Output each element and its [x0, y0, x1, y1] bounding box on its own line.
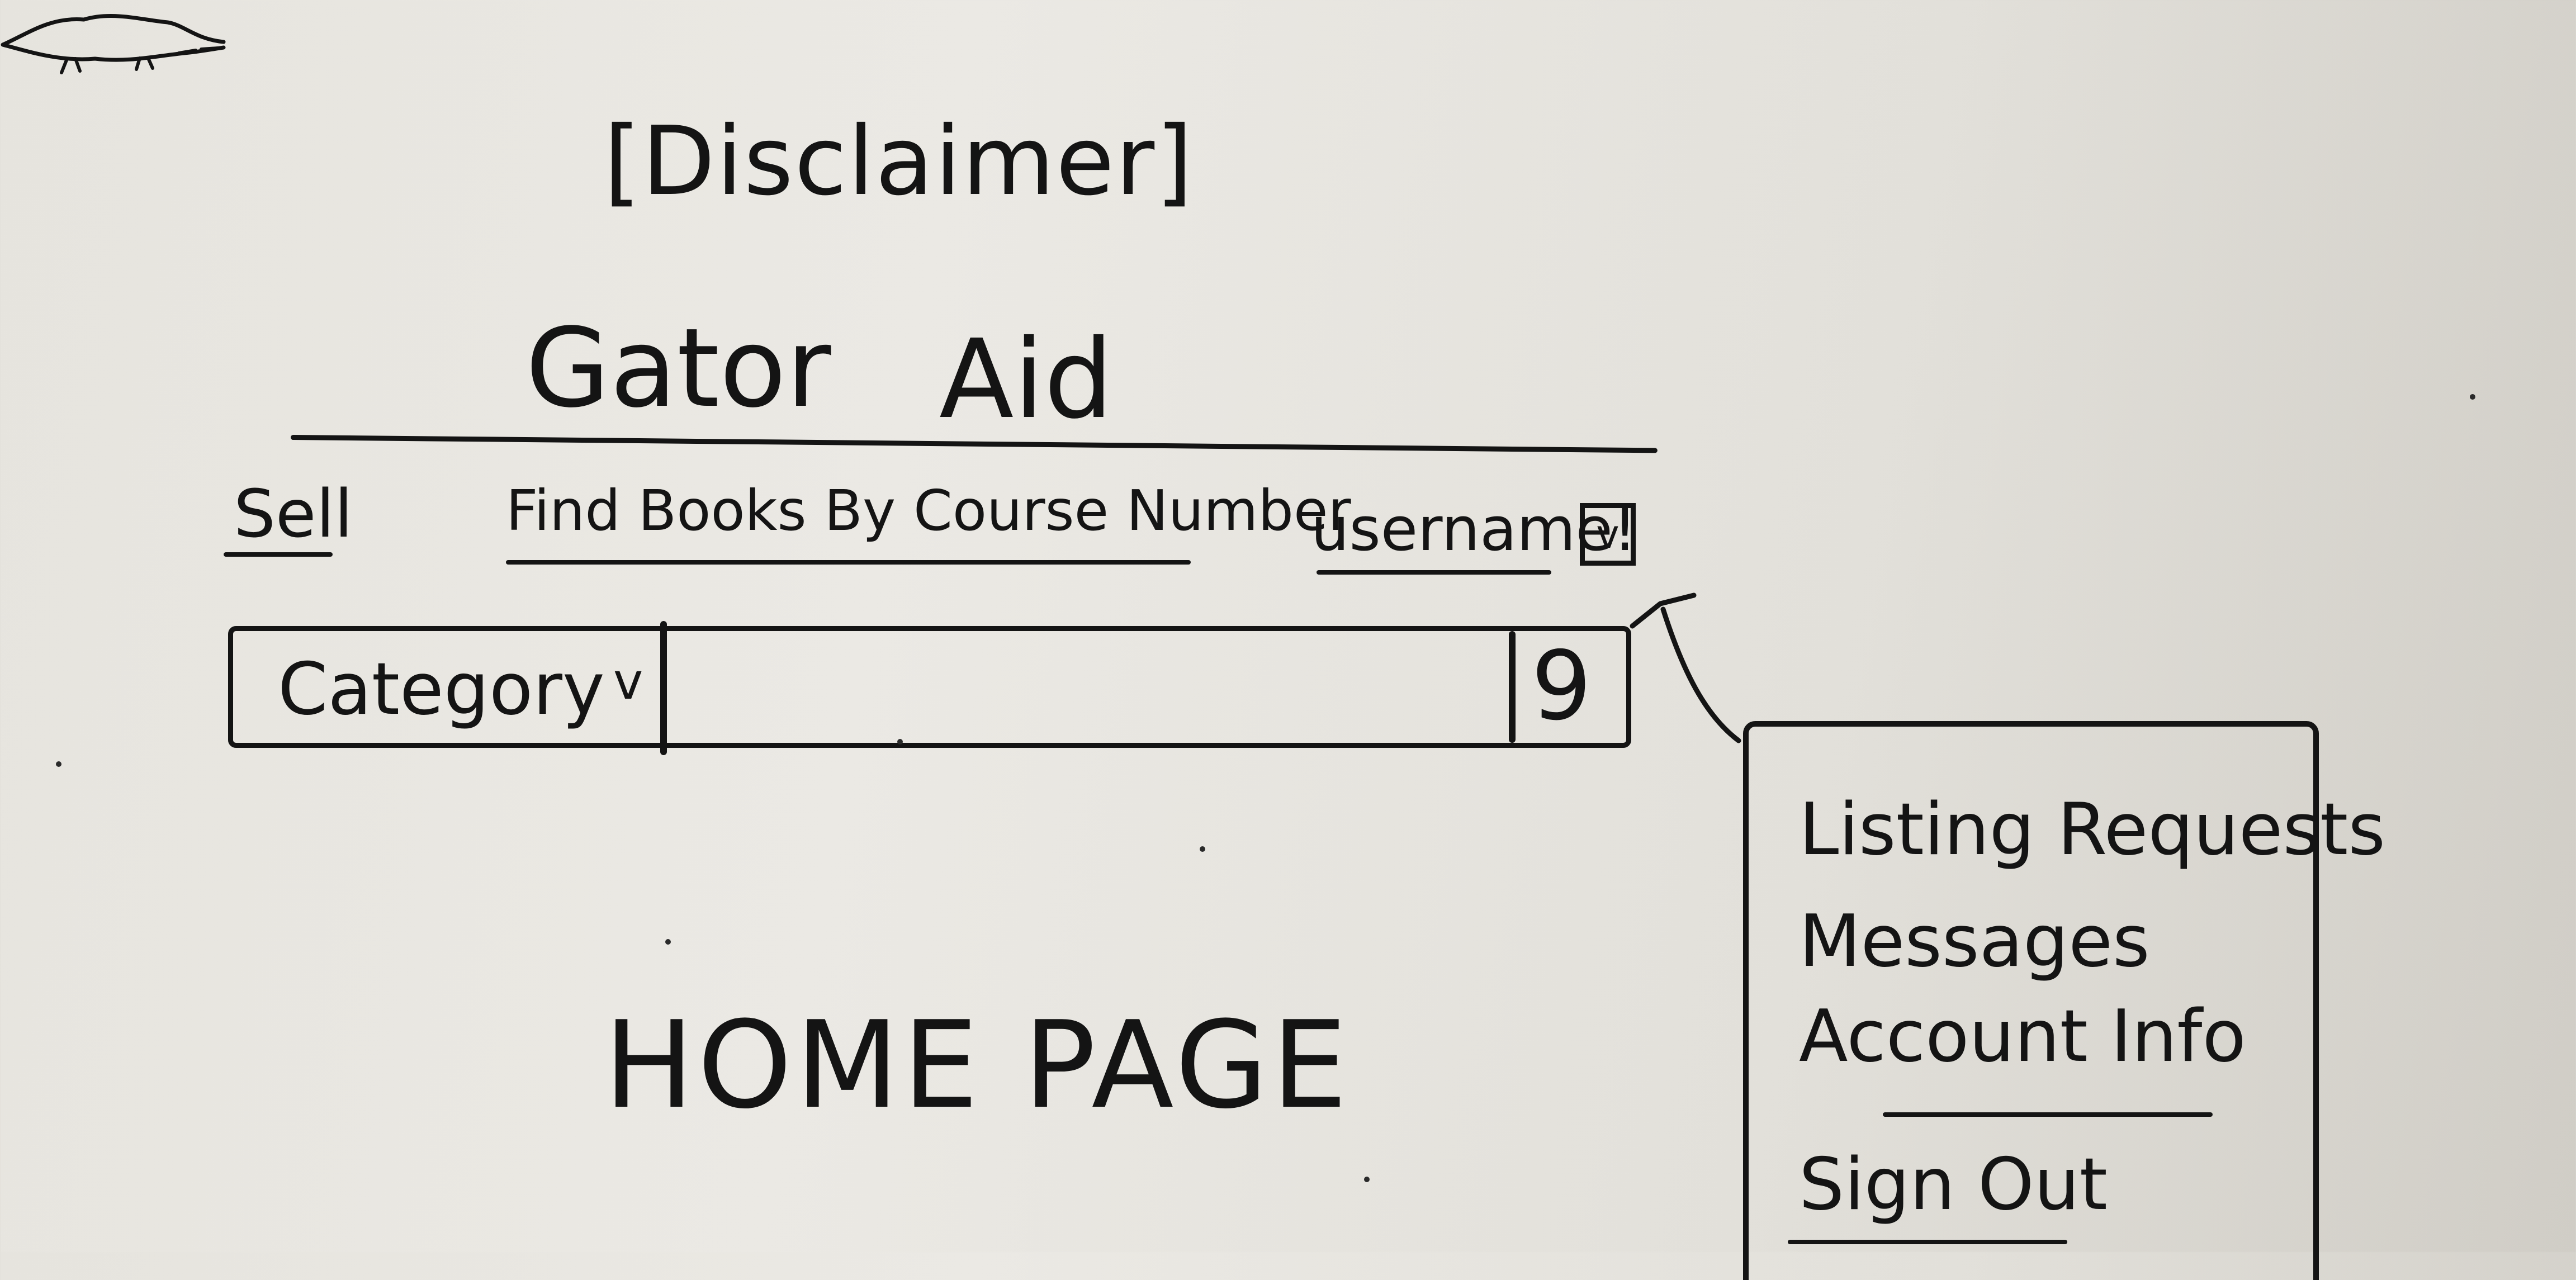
- marker-speck: [897, 739, 903, 745]
- chevron-down-icon: v: [613, 652, 643, 711]
- page-title: HOME PAGE: [604, 995, 1351, 1135]
- brand-name-left: Gator: [525, 305, 831, 432]
- marker-speck: [56, 761, 61, 767]
- category-select[interactable]: Category v: [233, 631, 669, 743]
- search-bar: Category v 9: [228, 621, 1722, 755]
- menu-item-messages[interactable]: Messages: [1799, 900, 2150, 983]
- search-icon: 9: [1531, 631, 1592, 742]
- search-button-divider: [1509, 631, 1516, 743]
- search-input[interactable]: [680, 642, 1722, 733]
- chevron-down-icon: v: [1596, 511, 1620, 557]
- username-underline: [1317, 570, 1551, 575]
- sell-link[interactable]: Sell: [234, 475, 353, 552]
- sign-out-underline: [1788, 1240, 2067, 1244]
- gator-icon: [1, 14, 226, 74]
- find-books-underline: [506, 560, 1191, 565]
- marker-speck: [2470, 394, 2475, 400]
- category-divider: [660, 621, 667, 755]
- user-dropdown-toggle[interactable]: v: [1580, 503, 1636, 566]
- brand-header: Gator Aid: [0, 0, 2576, 443]
- sell-underline: [224, 552, 333, 557]
- menu-separator: [1883, 1112, 2213, 1117]
- user-menu: Listing Requests Messages Account Info S…: [1743, 721, 2385, 1280]
- menu-item-listing-requests[interactable]: Listing Requests: [1799, 788, 2385, 871]
- disclaimer-text: [Disclaimer]: [604, 106, 1194, 217]
- marker-speck: [665, 939, 671, 945]
- brand-name-right: Aid: [939, 316, 1114, 443]
- search-button[interactable]: 9: [1519, 631, 1625, 743]
- marker-speck: [1200, 846, 1205, 852]
- category-label: Category: [278, 648, 605, 731]
- menu-item-sign-out[interactable]: Sign Out: [1799, 1143, 2108, 1226]
- find-books-link[interactable]: Find Books By Course Number: [506, 478, 1351, 543]
- callout-arrow-icon: [1630, 592, 1741, 743]
- menu-item-account-info[interactable]: Account Info: [1799, 995, 2246, 1078]
- marker-speck: [1364, 1177, 1370, 1182]
